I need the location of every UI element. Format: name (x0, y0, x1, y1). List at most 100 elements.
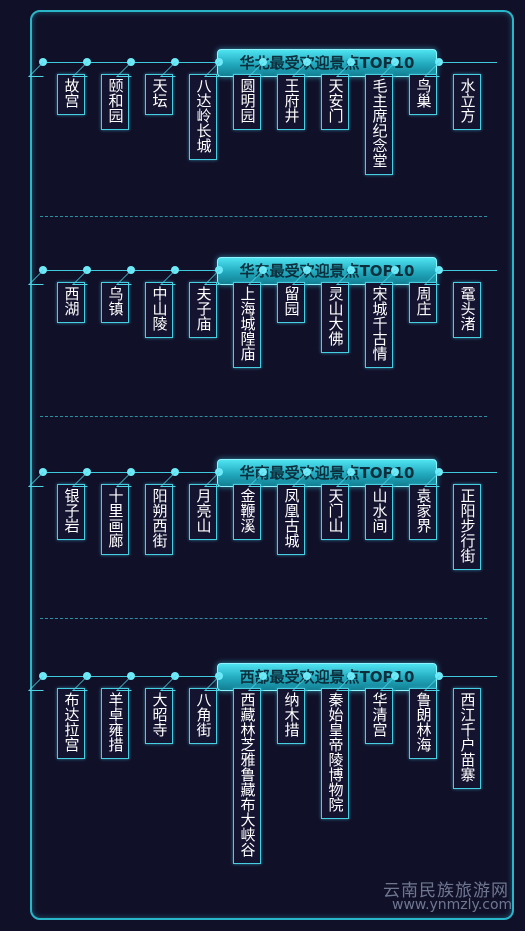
attraction-tag: 中山陵 (145, 282, 173, 338)
attraction-tag: 大昭寺 (145, 688, 173, 744)
node-dot-icon (127, 58, 135, 66)
attraction-name: 圆明园 (238, 78, 257, 123)
section-title: 华东最受欢迎景点TOP10 (217, 257, 437, 285)
node-dot-icon (39, 266, 47, 274)
node-dot-icon (171, 672, 179, 680)
node-dot-icon (127, 672, 135, 680)
node-dot-icon (347, 266, 355, 274)
attraction-name: 上海城隍庙 (238, 286, 257, 361)
attraction-name: 十里画廊 (106, 488, 125, 548)
section-divider (40, 216, 487, 217)
node-dot-icon (259, 672, 267, 680)
attraction-name: 夫子庙 (194, 286, 213, 331)
attraction-name: 天坛 (150, 78, 169, 108)
attraction-name: 中山陵 (150, 286, 169, 331)
attraction-name: 水立方 (458, 78, 477, 123)
attraction-name: 秦始皇帝陵博物院 (326, 692, 345, 812)
attraction-tag: 正阳步行街 (453, 484, 481, 570)
attraction-name: 羊卓雍措 (106, 692, 125, 752)
attraction-name: 宋城千古情 (370, 286, 389, 361)
node-dot-icon (39, 468, 47, 476)
attraction-name: 故宫 (62, 78, 81, 108)
node-dot-icon (127, 266, 135, 274)
attraction-name: 乌镇 (106, 286, 125, 316)
attraction-tag: 西藏林芝雅鲁藏布大峡谷 (233, 688, 261, 864)
node-dot-icon (435, 468, 443, 476)
attraction-tag: 毛主席纪念堂 (365, 74, 393, 175)
attraction-tag: 留园 (277, 282, 305, 323)
attraction-name: 银子岩 (62, 488, 81, 533)
attraction-tag: 上海城隍庙 (233, 282, 261, 368)
attraction-tag: 银子岩 (57, 484, 85, 540)
attraction-name: 纳木措 (282, 692, 301, 737)
attraction-name: 八达岭长城 (194, 78, 213, 153)
section-divider (40, 416, 487, 417)
section-divider (40, 618, 487, 619)
attraction-tag: 袁家界 (409, 484, 437, 540)
attraction-name: 八角街 (194, 692, 213, 737)
attraction-tag: 天安门 (321, 74, 349, 130)
attraction-name: 袁家界 (414, 488, 433, 533)
node-dot-icon (391, 672, 399, 680)
node-dot-icon (215, 266, 223, 274)
node-dot-icon (259, 468, 267, 476)
attraction-name: 西湖 (62, 286, 81, 316)
node-dot-icon (39, 672, 47, 680)
node-dot-icon (347, 58, 355, 66)
attraction-tag: 鲁朗林海 (409, 688, 437, 759)
attraction-tag: 颐和园 (101, 74, 129, 130)
node-dot-icon (83, 266, 91, 274)
node-dot-icon (391, 266, 399, 274)
attraction-tag: 八角街 (189, 688, 217, 744)
node-dot-icon (215, 468, 223, 476)
node-dot-icon (391, 58, 399, 66)
node-dot-icon (303, 468, 311, 476)
attraction-tag: 秦始皇帝陵博物院 (321, 688, 349, 819)
attraction-name: 华清宫 (370, 692, 389, 737)
node-dot-icon (171, 58, 179, 66)
attraction-name: 鲁朗林海 (414, 692, 433, 752)
attraction-name: 毛主席纪念堂 (370, 78, 389, 168)
attraction-name: 大昭寺 (150, 692, 169, 737)
attraction-tag: 周庄 (409, 282, 437, 323)
node-dot-icon (83, 58, 91, 66)
attraction-tag: 王府井 (277, 74, 305, 130)
node-dot-icon (347, 672, 355, 680)
node-dot-icon (303, 266, 311, 274)
attraction-tag: 水立方 (453, 74, 481, 130)
node-dot-icon (127, 468, 135, 476)
attraction-name: 西藏林芝雅鲁藏布大峡谷 (238, 692, 257, 857)
attraction-tag: 纳木措 (277, 688, 305, 744)
attraction-tag: 华清宫 (365, 688, 393, 744)
node-dot-icon (259, 58, 267, 66)
attraction-tag: 八达岭长城 (189, 74, 217, 160)
attraction-tag: 凤凰古城 (277, 484, 305, 555)
attraction-tag: 夫子庙 (189, 282, 217, 338)
node-dot-icon (39, 58, 47, 66)
attraction-tag: 圆明园 (233, 74, 261, 130)
node-dot-icon (83, 468, 91, 476)
attraction-name: 正阳步行街 (458, 488, 477, 563)
node-dot-icon (171, 468, 179, 476)
attraction-tag: 鼋头渚 (453, 282, 481, 338)
node-dot-icon (215, 58, 223, 66)
attraction-name: 鼋头渚 (458, 286, 477, 331)
attraction-tag: 羊卓雍措 (101, 688, 129, 759)
attraction-tag: 天门山 (321, 484, 349, 540)
watermark-url: www.ynmzly.com (392, 897, 513, 913)
attraction-tag: 金鞭溪 (233, 484, 261, 540)
node-dot-icon (303, 672, 311, 680)
attraction-name: 天门山 (326, 488, 345, 533)
node-dot-icon (83, 672, 91, 680)
attraction-tag: 天坛 (145, 74, 173, 115)
attraction-name: 周庄 (414, 286, 433, 316)
attraction-name: 西江千户苗寨 (458, 692, 477, 782)
attraction-tag: 山水间 (365, 484, 393, 540)
attraction-tag: 十里画廊 (101, 484, 129, 555)
attraction-name: 鸟巢 (414, 78, 433, 108)
attraction-name: 凤凰古城 (282, 488, 301, 548)
node-dot-icon (215, 672, 223, 680)
attraction-name: 布达拉宫 (62, 692, 81, 752)
node-dot-icon (303, 58, 311, 66)
attraction-name: 留园 (282, 286, 301, 316)
